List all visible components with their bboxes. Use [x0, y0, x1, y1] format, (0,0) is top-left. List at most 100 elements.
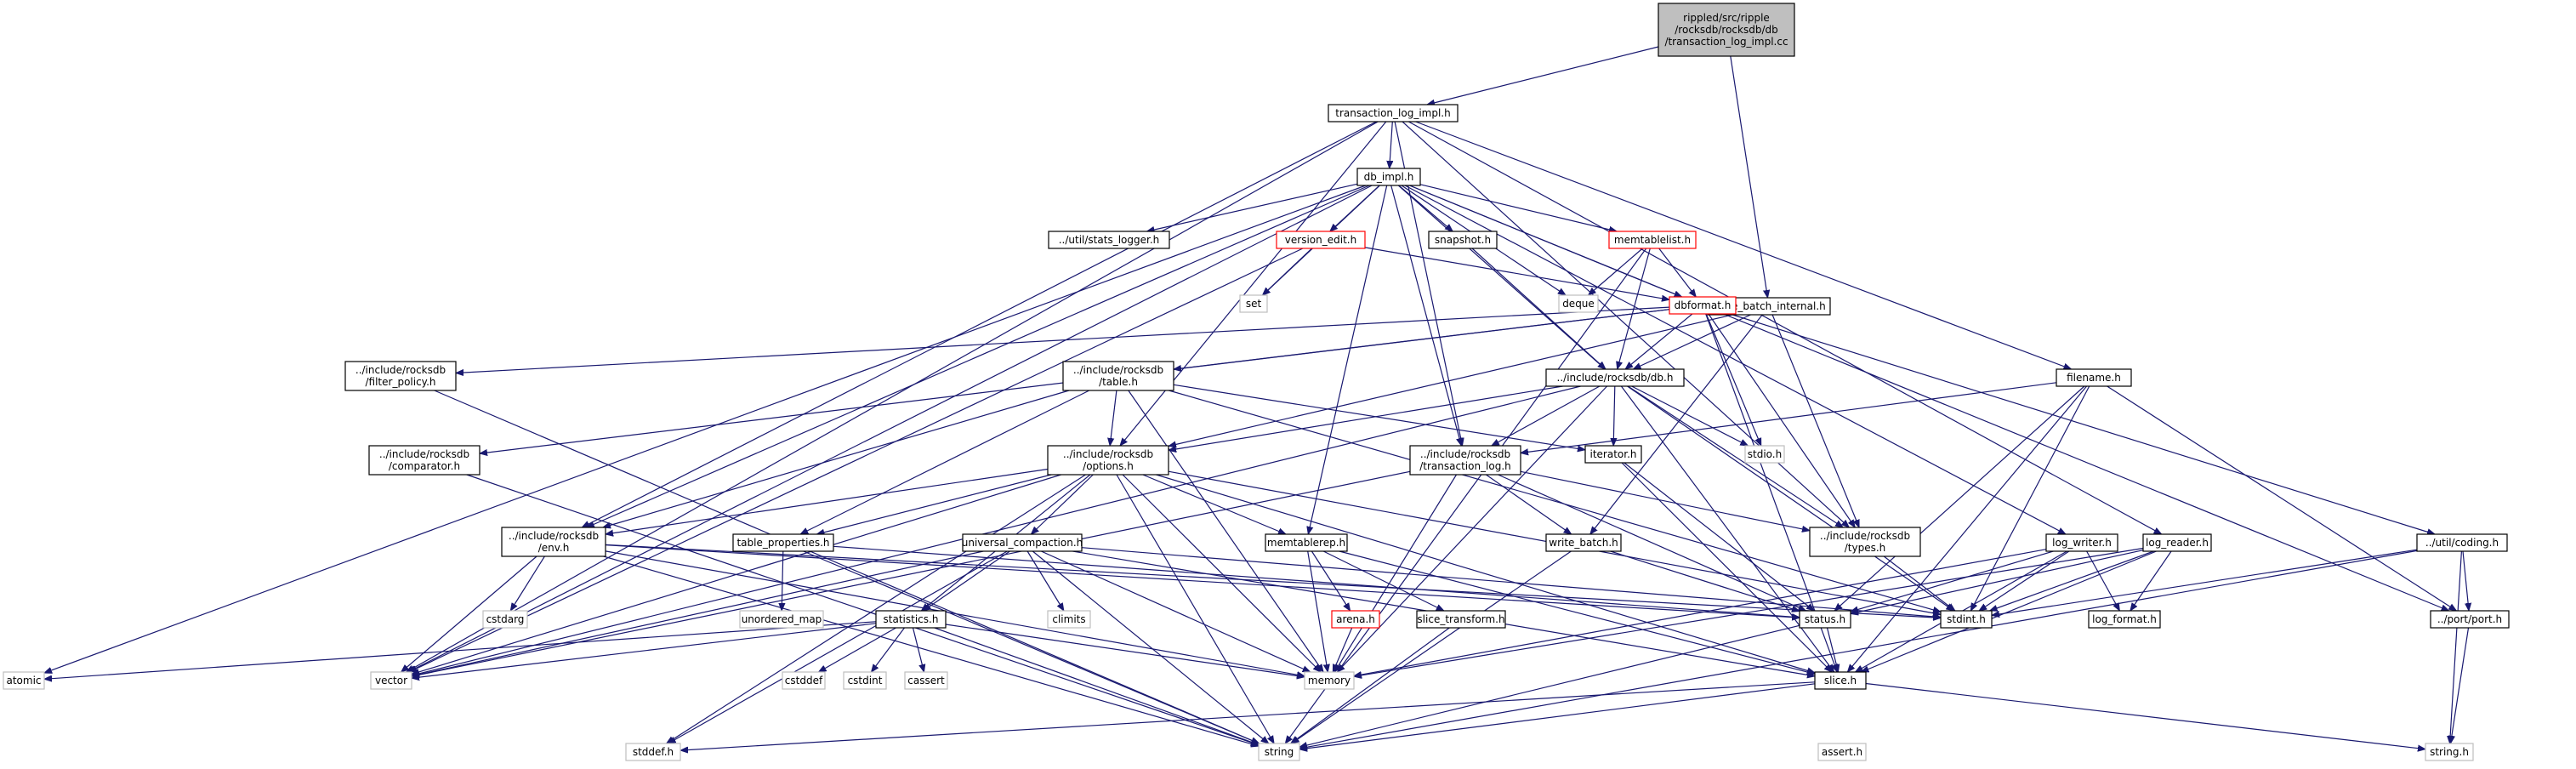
node-table[interactable]: ../include/rocksdb/table.h: [1062, 361, 1174, 391]
node-dbimpl[interactable]: db_impl.h: [1356, 168, 1421, 186]
node-tableprops[interactable]: table_properties.h: [732, 533, 834, 552]
edge-memtablelist-to-deque: [1589, 248, 1643, 295]
node-label-cstdarg-0: cstdarg: [486, 613, 525, 625]
edge-dbformat-to-table: [1174, 309, 1670, 369]
node-label-statistics-0: statistics.h: [884, 613, 939, 625]
node-stdio: stdio.h: [1744, 445, 1785, 464]
node-label-tli-0: transaction_log_impl.h: [1335, 107, 1450, 119]
node-cassert: cassert: [904, 671, 948, 690]
edge-versionedit-to-vector: [409, 248, 1304, 673]
node-iterator[interactable]: iterator.h: [1584, 445, 1642, 464]
node-label-incdb-0: ../include/rocksdb/db.h: [1557, 372, 1674, 384]
node-incdb[interactable]: ../include/rocksdb/db.h: [1545, 368, 1685, 387]
edge-options-to-env: [606, 468, 1049, 535]
edge-statistics-to-cstdint: [872, 627, 905, 672]
node-box-stddef: [625, 743, 681, 761]
edge-statistics-to-string: [934, 627, 1259, 744]
node-dbformat[interactable]: dbformat.h: [1669, 296, 1737, 315]
node-memtablelist[interactable]: memtablelist.h: [1608, 231, 1697, 249]
node-portport[interactable]: ../port/port.h: [2430, 610, 2510, 629]
node-env[interactable]: ../include/rocksdb/env.h: [501, 527, 606, 557]
edge-slicetransform-to-string: [1291, 627, 1450, 743]
node-writebatch[interactable]: write_batch.h: [1545, 533, 1622, 552]
node-translog[interactable]: ../include/rocksdb/transaction_log.h: [1409, 445, 1521, 476]
node-statistics[interactable]: statistics.h: [875, 610, 947, 629]
node-types[interactable]: ../include/rocksdb/types.h: [1809, 527, 1921, 557]
node-logreader[interactable]: log_reader.h: [2142, 533, 2212, 552]
edge-table-to-tableprops: [800, 390, 1090, 534]
edge-incdb-to-vector: [412, 385, 1581, 675]
edge-incdb-to-slice: [1620, 385, 1834, 672]
node-box-dbformat: [1669, 296, 1737, 315]
edge-dbimpl-to-translog: [1390, 185, 1462, 446]
edge-env-to-status: [605, 544, 1800, 618]
edge-memtablerep-to-slicetransform: [1322, 550, 1444, 612]
node-box-dbimpl: [1356, 168, 1421, 186]
edge-options-to-slice: [1156, 474, 1816, 673]
edge-coding-to-stdint: [1992, 549, 2418, 615]
node-label-table-1: /table.h: [1099, 376, 1138, 388]
node-filename[interactable]: filename.h: [2056, 368, 2132, 387]
node-label-types-1: /types.h: [1845, 542, 1886, 554]
node-comparator[interactable]: ../include/rocksdb/comparator.h: [368, 445, 481, 476]
node-status[interactable]: status.h: [1799, 610, 1851, 629]
node-asserth: assert.h: [1817, 743, 1867, 761]
node-snapshot[interactable]: snapshot.h: [1428, 231, 1498, 249]
edge-statistics-to-cassert: [912, 627, 924, 672]
edge-dbimpl-to-logwriter: [1404, 185, 2066, 534]
node-statslogger[interactable]: ../util/stats_logger.h: [1048, 231, 1170, 249]
edge-env-to-cstdarg: [510, 555, 545, 611]
node-wbi[interactable]: write_batch_internal.h: [1707, 297, 1831, 316]
edge-memtablerep-to-arena: [1311, 550, 1350, 611]
node-versionedit[interactable]: version_edit.h: [1276, 231, 1366, 249]
node-label-string-0: string: [1265, 746, 1294, 758]
node-logformat[interactable]: log_format.h: [2088, 610, 2161, 629]
node-slicetransform[interactable]: slice_transform.h: [1416, 610, 1506, 629]
node-memory: memory: [1304, 671, 1355, 690]
edge-table-to-stdint: [1169, 390, 1941, 612]
node-atomic: atomic: [3, 671, 45, 690]
node-label-iterator-0: iterator.h: [1589, 448, 1636, 460]
edge-dbimpl-to-portport: [1409, 185, 2448, 612]
edge-memtablelist-to-dbformat: [1658, 248, 1697, 297]
edge-env-to-string: [603, 555, 1259, 746]
node-box-stdio: [1744, 445, 1785, 464]
edge-univcomp-to-climits: [1026, 550, 1064, 611]
node-box-memtablerep: [1265, 533, 1348, 552]
node-box-vector: [370, 671, 412, 690]
node-memtablerep[interactable]: memtablerep.h: [1265, 533, 1348, 552]
edge-dbformat-to-filterpolicy: [456, 306, 1670, 373]
edge-incdb-to-stdio: [1631, 385, 1749, 446]
node-coding[interactable]: ../util/coding.h: [2416, 533, 2508, 552]
node-root[interactable]: rippled/src/ripple/rocksdb/rocksdb/db/tr…: [1658, 3, 1795, 57]
node-slice[interactable]: slice.h: [1814, 671, 1867, 690]
edge-dbimpl-to-atomic: [44, 185, 1367, 673]
edge-table-to-iterator: [1173, 384, 1585, 450]
edge-versionedit-to-dbformat: [1364, 247, 1669, 299]
node-box-table: [1062, 361, 1174, 391]
edge-filename-to-portport: [2107, 385, 2457, 611]
node-options[interactable]: ../include/rocksdb/options.h: [1047, 445, 1169, 476]
node-stdint[interactable]: stdint.h: [1940, 610, 1993, 629]
node-box-translog: [1409, 445, 1521, 476]
node-univcomp[interactable]: universal_compaction.h: [962, 533, 1083, 552]
edge-incdb-to-iterator: [1613, 385, 1615, 446]
node-label-snapshot-0: snapshot.h: [1435, 234, 1491, 246]
edge-arena-to-memory: [1332, 627, 1353, 672]
edge-translog-to-types: [1520, 470, 1810, 530]
node-label-memory-0: memory: [1308, 675, 1351, 686]
node-label-logformat-0: log_format.h: [2092, 613, 2157, 625]
edge-options-to-tableprops: [816, 474, 1052, 534]
edge-wbi-to-options: [1169, 314, 1733, 447]
edge-statistics-to-cstddef: [819, 627, 896, 672]
edge-translog-to-writebatch: [1486, 474, 1571, 534]
node-tli[interactable]: transaction_log_impl.h: [1328, 104, 1459, 122]
edge-dbformat-to-types: [1708, 313, 1855, 527]
node-logwriter[interactable]: log_writer.h: [2045, 533, 2118, 552]
edge-incdb-to-options: [1169, 385, 1563, 450]
node-filterpolicy[interactable]: ../include/rocksdb/filter_policy.h: [344, 361, 457, 391]
node-arena[interactable]: arena.h: [1331, 610, 1380, 629]
edge-memtablerep-to-memory: [1307, 550, 1328, 672]
node-box-versionedit: [1276, 231, 1366, 249]
node-box-filterpolicy: [344, 361, 457, 391]
